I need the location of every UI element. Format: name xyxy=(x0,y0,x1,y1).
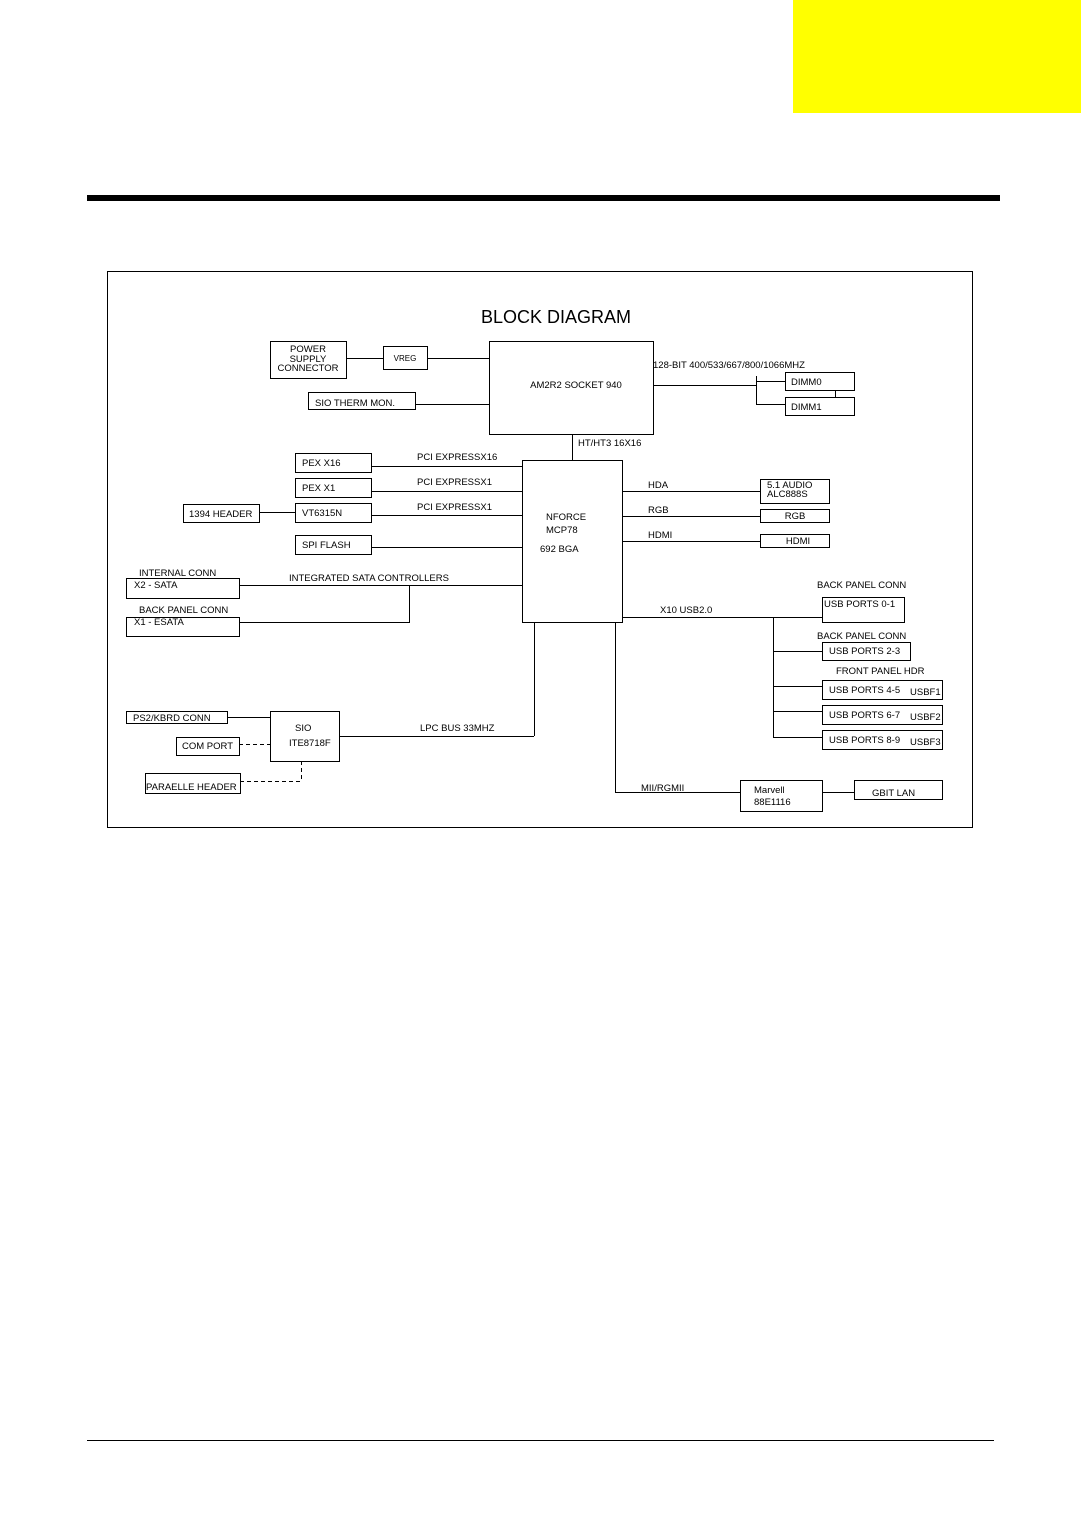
gbit-lan-label: GBIT LAN xyxy=(872,788,915,799)
pcie-x16-label: PCI EXPRESSX16 xyxy=(417,452,497,463)
back-panel-conn-label: BACK PANEL CONN xyxy=(817,580,906,591)
usb45-label: USB PORTS 4-5 xyxy=(829,685,900,696)
usbf1-label: USBF1 xyxy=(910,687,941,698)
rgb-block xyxy=(760,509,830,523)
sio-block xyxy=(270,711,340,762)
usb-bus-label: X10 USB2.0 xyxy=(660,605,712,616)
dimm0-block xyxy=(785,372,855,391)
esata-label: X1 - ESATA xyxy=(134,617,184,628)
audio-block xyxy=(760,479,830,504)
sata-controllers-label: INTEGRATED SATA CONTROLLERS xyxy=(289,573,449,584)
diagram-title: BLOCK DIAGRAM xyxy=(481,307,631,327)
usb89-label: USB PORTS 8-9 xyxy=(829,735,900,746)
front-panel-hdr-label: FRONT PANEL HDR xyxy=(836,666,925,677)
parallel-label: PARAELLE HEADER xyxy=(146,782,237,793)
com-port-block xyxy=(176,737,240,756)
dimm1-label: DIMM1 xyxy=(791,402,822,413)
hdmi-block-label: HDMI xyxy=(786,536,810,547)
header-1394-label: 1394 HEADER xyxy=(189,509,253,520)
usb89-block xyxy=(822,730,943,750)
ht-link-label: HT/HT3 16X16 xyxy=(578,438,641,449)
usb45-block xyxy=(822,680,943,700)
audio-label: ALC888S xyxy=(767,489,808,500)
hdmi-link-label: HDMI xyxy=(648,530,672,541)
mcp-label: MCP78 xyxy=(546,525,578,536)
power-supply-label: CONNECTOR xyxy=(277,363,338,374)
power-supply-label: SUPPLY xyxy=(290,354,327,365)
dimm0-label: DIMM0 xyxy=(791,377,822,388)
gbit-lan-block xyxy=(854,780,943,800)
power-supply-block xyxy=(270,341,347,379)
pex-x1-block xyxy=(295,478,372,498)
ps2-label: PS2/KBRD CONN xyxy=(133,713,211,724)
hda-label: HDA xyxy=(648,480,669,491)
diagram-border xyxy=(107,271,973,828)
spi-flash-label: SPI FLASH xyxy=(302,540,351,551)
mcp-label: 692 BGA xyxy=(540,544,579,555)
mcp-block xyxy=(522,460,623,623)
sio-therm-block xyxy=(308,392,416,410)
spi-flash-block xyxy=(295,535,372,555)
esata-block xyxy=(126,617,240,637)
sata-label: X2 - SATA xyxy=(134,580,178,591)
internal-conn-label: INTERNAL CONN xyxy=(139,568,216,579)
sio-label: ITE8718F xyxy=(289,738,331,749)
chapter-tab xyxy=(793,0,1081,113)
usb67-block xyxy=(822,705,943,725)
sio-therm-label: SIO THERM MON. xyxy=(315,398,395,409)
vt6315n-label: VT6315N xyxy=(302,508,342,519)
marvell-label: Marvell xyxy=(754,785,785,796)
usb01-block xyxy=(822,597,905,623)
cpu-block xyxy=(489,341,654,435)
audio-label: 5.1 AUDIO xyxy=(767,480,812,491)
usb67-label: USB PORTS 6-7 xyxy=(829,710,900,721)
pex-x16-block xyxy=(295,453,372,473)
marvell-label: 88E1116 xyxy=(754,797,791,808)
marvell-block xyxy=(740,780,823,812)
power-supply-label: POWER xyxy=(290,344,326,355)
mcp-label: NFORCE xyxy=(546,512,586,523)
com-port-label: COM PORT xyxy=(182,741,233,752)
lpc-bus-label: LPC BUS 33MHZ xyxy=(420,723,495,734)
usb01-label: USB PORTS 0-1 xyxy=(824,599,895,610)
rgb-block-label: RGB xyxy=(785,511,806,522)
hdmi-block xyxy=(760,534,830,548)
rgb-link-label: RGB xyxy=(648,505,669,516)
usbf3-label: USBF3 xyxy=(910,737,941,748)
sio-label: SIO xyxy=(295,723,311,734)
dimm1-block xyxy=(785,397,855,416)
block-diagram: BLOCK DIAGRAM POWER SUPPLY CONNECTOR VRE… xyxy=(107,271,973,828)
pex-x1-label: PEX X1 xyxy=(302,483,335,494)
cpu-label: AM2R2 SOCKET 940 xyxy=(530,380,622,391)
pcie-x1-label: PCI EXPRESSX1 xyxy=(417,477,492,488)
header-1394-block xyxy=(183,504,260,523)
usb23-block xyxy=(822,642,911,661)
back-panel-conn-label: BACK PANEL CONN xyxy=(139,605,228,616)
back-panel-conn-label: BACK PANEL CONN xyxy=(817,631,906,642)
sata-block xyxy=(126,578,240,599)
parallel-block xyxy=(145,773,241,794)
vt6315n-block xyxy=(295,503,372,523)
header-rule xyxy=(87,195,1000,201)
usbf2-label: USBF2 xyxy=(910,712,941,723)
pcie-x1-label: PCI EXPRESSX1 xyxy=(417,502,492,513)
memory-bus-label: 128-BIT 400/533/667/800/1066MHZ xyxy=(653,360,805,371)
footer-rule xyxy=(87,1440,994,1441)
mii-label: MII/RGMII xyxy=(641,783,684,794)
vreg-label: VREG xyxy=(394,354,417,363)
usb23-label: USB PORTS 2-3 xyxy=(829,646,900,657)
pex-x16-label: PEX X16 xyxy=(302,458,341,469)
